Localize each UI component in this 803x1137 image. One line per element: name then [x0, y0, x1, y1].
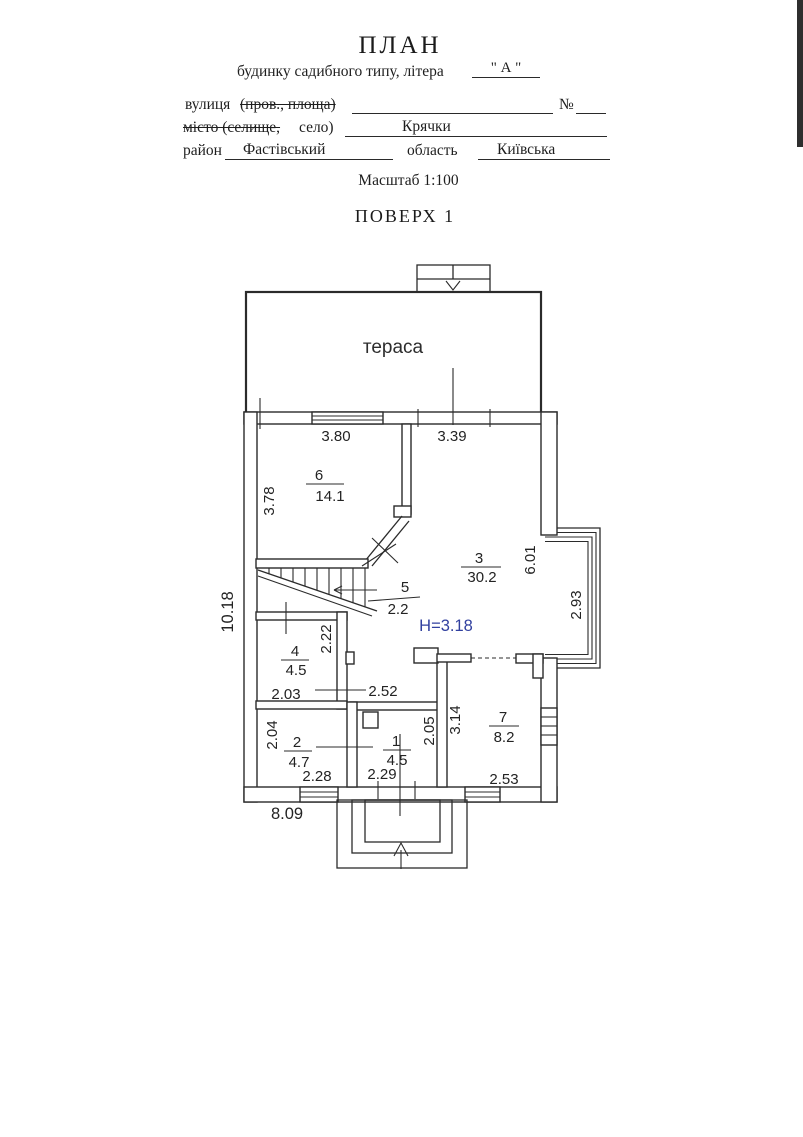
window-right [540, 707, 558, 746]
dim-room7-width: 2.53 [489, 771, 518, 788]
room5-area: 2.2 [388, 601, 409, 618]
city-struck-options: місто (селище, [183, 119, 281, 136]
dim-room6-width: 3.80 [321, 428, 350, 445]
number-sign: № [559, 96, 574, 113]
bay-window [545, 527, 601, 669]
room3-area: 30.2 [467, 569, 496, 586]
ceiling-height-note: H=3.18 [419, 617, 473, 635]
region-line [478, 159, 610, 160]
room2-area: 4.7 [289, 754, 310, 771]
subtitle: будинку садибного типу, літера [237, 63, 444, 80]
district-label: район [183, 142, 222, 159]
dim-room2-width: 2.28 [302, 768, 331, 785]
street-struck-options: (пров., площа) [240, 96, 336, 113]
dim-room1-width: 2.29 [367, 766, 396, 783]
floor-title: ПОВЕРХ 1 [354, 206, 456, 226]
dim-room3-height: 6.01 [522, 545, 539, 574]
city-value: Крячки [402, 118, 451, 135]
vent-shaft [362, 711, 379, 729]
porch-steps [336, 799, 468, 869]
region-label: область [407, 142, 458, 159]
window-bottom-right [464, 786, 501, 803]
city-line [345, 136, 607, 137]
room2-number: 2 [293, 734, 301, 751]
dim-room6-height: 3.78 [261, 486, 278, 515]
city-label: село) [299, 119, 334, 136]
region-value: Київська [497, 141, 556, 158]
room6-area: 14.1 [315, 488, 344, 505]
dim-total-bottom: 8.09 [271, 805, 303, 823]
room4-area: 4.5 [286, 662, 307, 679]
door-and-dimension-ticks [259, 368, 491, 816]
room1-number: 1 [392, 733, 400, 750]
room7-number: 7 [499, 709, 507, 726]
entry-arrow-up-icon [393, 841, 409, 857]
staircase [257, 568, 378, 617]
dim-room4-width: 2.03 [271, 686, 300, 703]
district-line [225, 159, 393, 160]
entry-arrow-down-icon [445, 280, 461, 291]
dim-total-left: 10.18 [219, 591, 237, 632]
room6-number: 6 [315, 467, 323, 484]
dim-room3-width: 3.39 [437, 428, 466, 445]
room5-fraction-line [367, 596, 421, 602]
street-blank-line [352, 113, 553, 114]
scan-edge-artifact [797, 0, 803, 147]
room4-number: 4 [291, 643, 299, 660]
room5-number: 5 [401, 579, 409, 596]
dim-bay-width: 2.93 [568, 590, 585, 619]
window-bottom-left [299, 786, 339, 803]
scale-note: Масштаб 1:100 [358, 172, 459, 189]
room1-area: 4.5 [387, 752, 408, 769]
windows [299, 411, 558, 803]
room7-area: 8.2 [494, 729, 515, 746]
dim-room7-height: 3.14 [447, 705, 464, 734]
dim-room4-height: 2.22 [318, 624, 335, 653]
street-label: вулиця [185, 96, 231, 113]
building-letter: " А " [472, 60, 540, 78]
window-top [311, 411, 384, 425]
dim-room2-height: 2.04 [264, 720, 281, 749]
page-title: ПЛАН [358, 32, 442, 59]
district-value: Фастівський [243, 141, 326, 158]
top-entry-steps [416, 264, 491, 293]
room3-number: 3 [475, 550, 483, 567]
dim-room1-height: 2.05 [421, 716, 438, 745]
terrace-label: тераса [363, 337, 424, 358]
number-blank-line [576, 113, 606, 114]
interior-walls [255, 423, 544, 788]
dim-hall-width: 2.52 [368, 683, 397, 700]
